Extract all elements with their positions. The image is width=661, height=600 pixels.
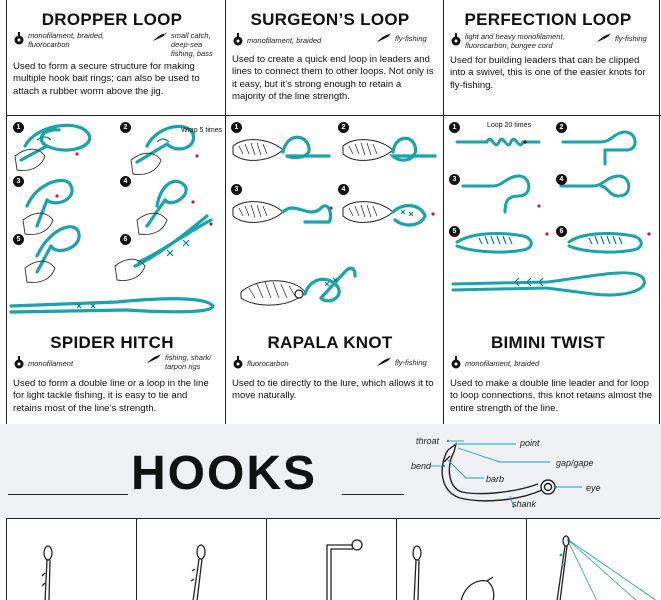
hook-anatomy-diagram [430,439,582,509]
step-badge: 2 [338,122,349,133]
knot-title-surgeons-loop: SURGEON’S LOOP [250,10,410,29]
hook-cell [137,519,267,600]
knot-title-perfection-loop: PERFECTION LOOP [464,10,632,29]
description-spider-hitch: Used to form a double line or a loop in … [13,378,209,414]
line-types-dropper-loop: monofilament, braided, fluorocarbon [13,31,128,49]
title-rule-left [8,494,128,495]
step-badge: 3 [231,184,242,195]
knot-title-spider-hitch: SPIDER HITCH [50,333,174,352]
reel-icon [14,356,24,369]
line-types-surgeons-loop: monofilament, braided [232,32,321,48]
description-rapala-knot: Used to tie directly to the lure, which … [232,378,434,402]
row-divider [7,115,661,116]
fish-icon [597,33,611,42]
diagram-spider-hitch: 1 2 Wrap 5 times 3 4 5 6 [7,116,224,326]
label-gap: gap/gape [556,458,594,468]
line-types-spider-hitch: monofilament [13,355,73,371]
step-badge: 1 [13,122,24,133]
hook-cell [267,519,397,600]
diagram-bimini-twist: 1 Loop 20 times 2 3 4 5 6 [443,116,660,326]
step-badge: 1 [449,122,460,133]
title-rule-right [342,494,404,495]
description-surgeons-loop: Used to create a quick end loop in leade… [232,54,434,103]
description-dropper-loop: Used to form a secure structure for maki… [13,61,200,97]
hook-cell [7,519,137,600]
hooks-title: HOOKS [131,447,318,500]
line-types-bimini-twist: monofilament, braided [450,355,539,371]
reel-icon [451,356,461,369]
step-badge: 2 [556,122,567,133]
reel-icon [14,32,24,45]
label-eye: eye [586,483,601,493]
step-badge: 6 [120,234,131,245]
hook-illustration [190,544,206,600]
label-shank: shank [512,499,537,509]
step-badge: 5 [13,234,24,245]
reel-icon [451,33,461,46]
knot-title-bimini-twist: BIMINI TWIST [490,333,606,352]
step-badge: 4 [556,174,567,185]
note-wrap-times: Wrap 5 times [181,127,223,134]
hook-illustration [41,545,53,600]
step-badge: 3 [13,176,24,187]
fish-icon [377,33,391,42]
hook-illustration [556,535,657,600]
hook-types-row [6,518,660,600]
step-badge: 5 [449,226,460,237]
hook-illustration [412,545,495,600]
step-badge: 4 [120,176,131,187]
fish-types-surgeons-loop: fly-fishing [376,32,427,44]
diagram-rapala-knot: 1 2 3 4 [225,116,442,326]
hook-illustration [326,539,363,600]
reel-icon [233,33,243,46]
line-types-rapala-knot: fluorocarbon [232,355,289,371]
fish-types-spider-hitch: fishing, shark/ tarpon rigs [146,353,215,371]
step-badge: 3 [449,174,460,185]
step-badge: 1 [231,122,242,133]
step-badge: 2 [120,122,131,133]
line-types-perfection-loop: light and heavy monofilament, fluorocarb… [450,32,577,50]
label-barb: barb [486,474,505,484]
description-bimini-twist: Used to make a double line leader and fo… [450,378,653,414]
fish-types-dropper-loop: small catch, deep-sea fishing, bass [152,31,219,58]
knot-title-rapala-knot: RAPALA KNOT [267,333,393,352]
column-divider [225,0,226,424]
step-badge: 6 [556,226,567,237]
step-badge: 4 [338,184,349,195]
label-point: point [520,438,540,448]
column-divider [443,0,444,424]
knot-grid [6,0,661,424]
note-loop-times: Loop 20 times [487,122,531,129]
fish-icon [153,32,167,41]
fish-icon [147,354,161,363]
label-throat: throat [416,436,440,446]
hook-cell [397,519,527,600]
reel-icon [233,356,243,369]
description-perfection-loop: Used for building leaders that can be cl… [450,55,646,91]
hook-cell [527,519,661,600]
fish-types-rapala-knot: fly-fishing [376,356,427,368]
label-bend: bend [411,461,432,471]
fish-icon [377,357,391,366]
fish-types-perfection-loop: fly-fishing [596,32,647,44]
knot-title-dropper-loop: DROPPER LOOP [41,10,183,29]
hooks-section [0,424,661,518]
